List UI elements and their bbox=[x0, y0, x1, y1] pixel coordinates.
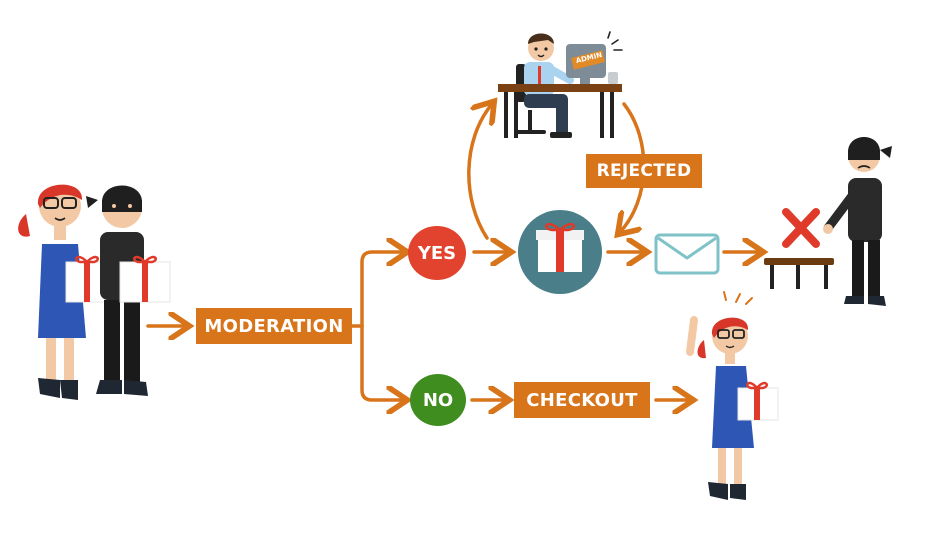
arrow-to-no bbox=[360, 324, 404, 400]
arrow-yes-to-admin bbox=[467, 104, 492, 240]
gift-icon bbox=[536, 222, 584, 272]
moderation-label: MODERATION bbox=[196, 308, 352, 344]
admin-at-desk bbox=[498, 31, 623, 138]
no-decision-circle: NO bbox=[410, 374, 466, 426]
yes-decision-circle: YES bbox=[408, 226, 466, 280]
woman-customer-right bbox=[686, 291, 754, 500]
gift-circle bbox=[518, 210, 602, 294]
bench bbox=[764, 258, 834, 289]
checkout-label: CHECKOUT bbox=[514, 382, 650, 418]
approved-gift-box bbox=[737, 381, 779, 421]
envelope-icon bbox=[654, 233, 720, 275]
arrow-to-yes bbox=[360, 252, 404, 328]
couple-gift-box-2 bbox=[119, 255, 171, 303]
thief-right bbox=[823, 137, 892, 306]
rejected-label: REJECTED bbox=[586, 154, 702, 188]
reject-x-icon bbox=[782, 208, 820, 248]
